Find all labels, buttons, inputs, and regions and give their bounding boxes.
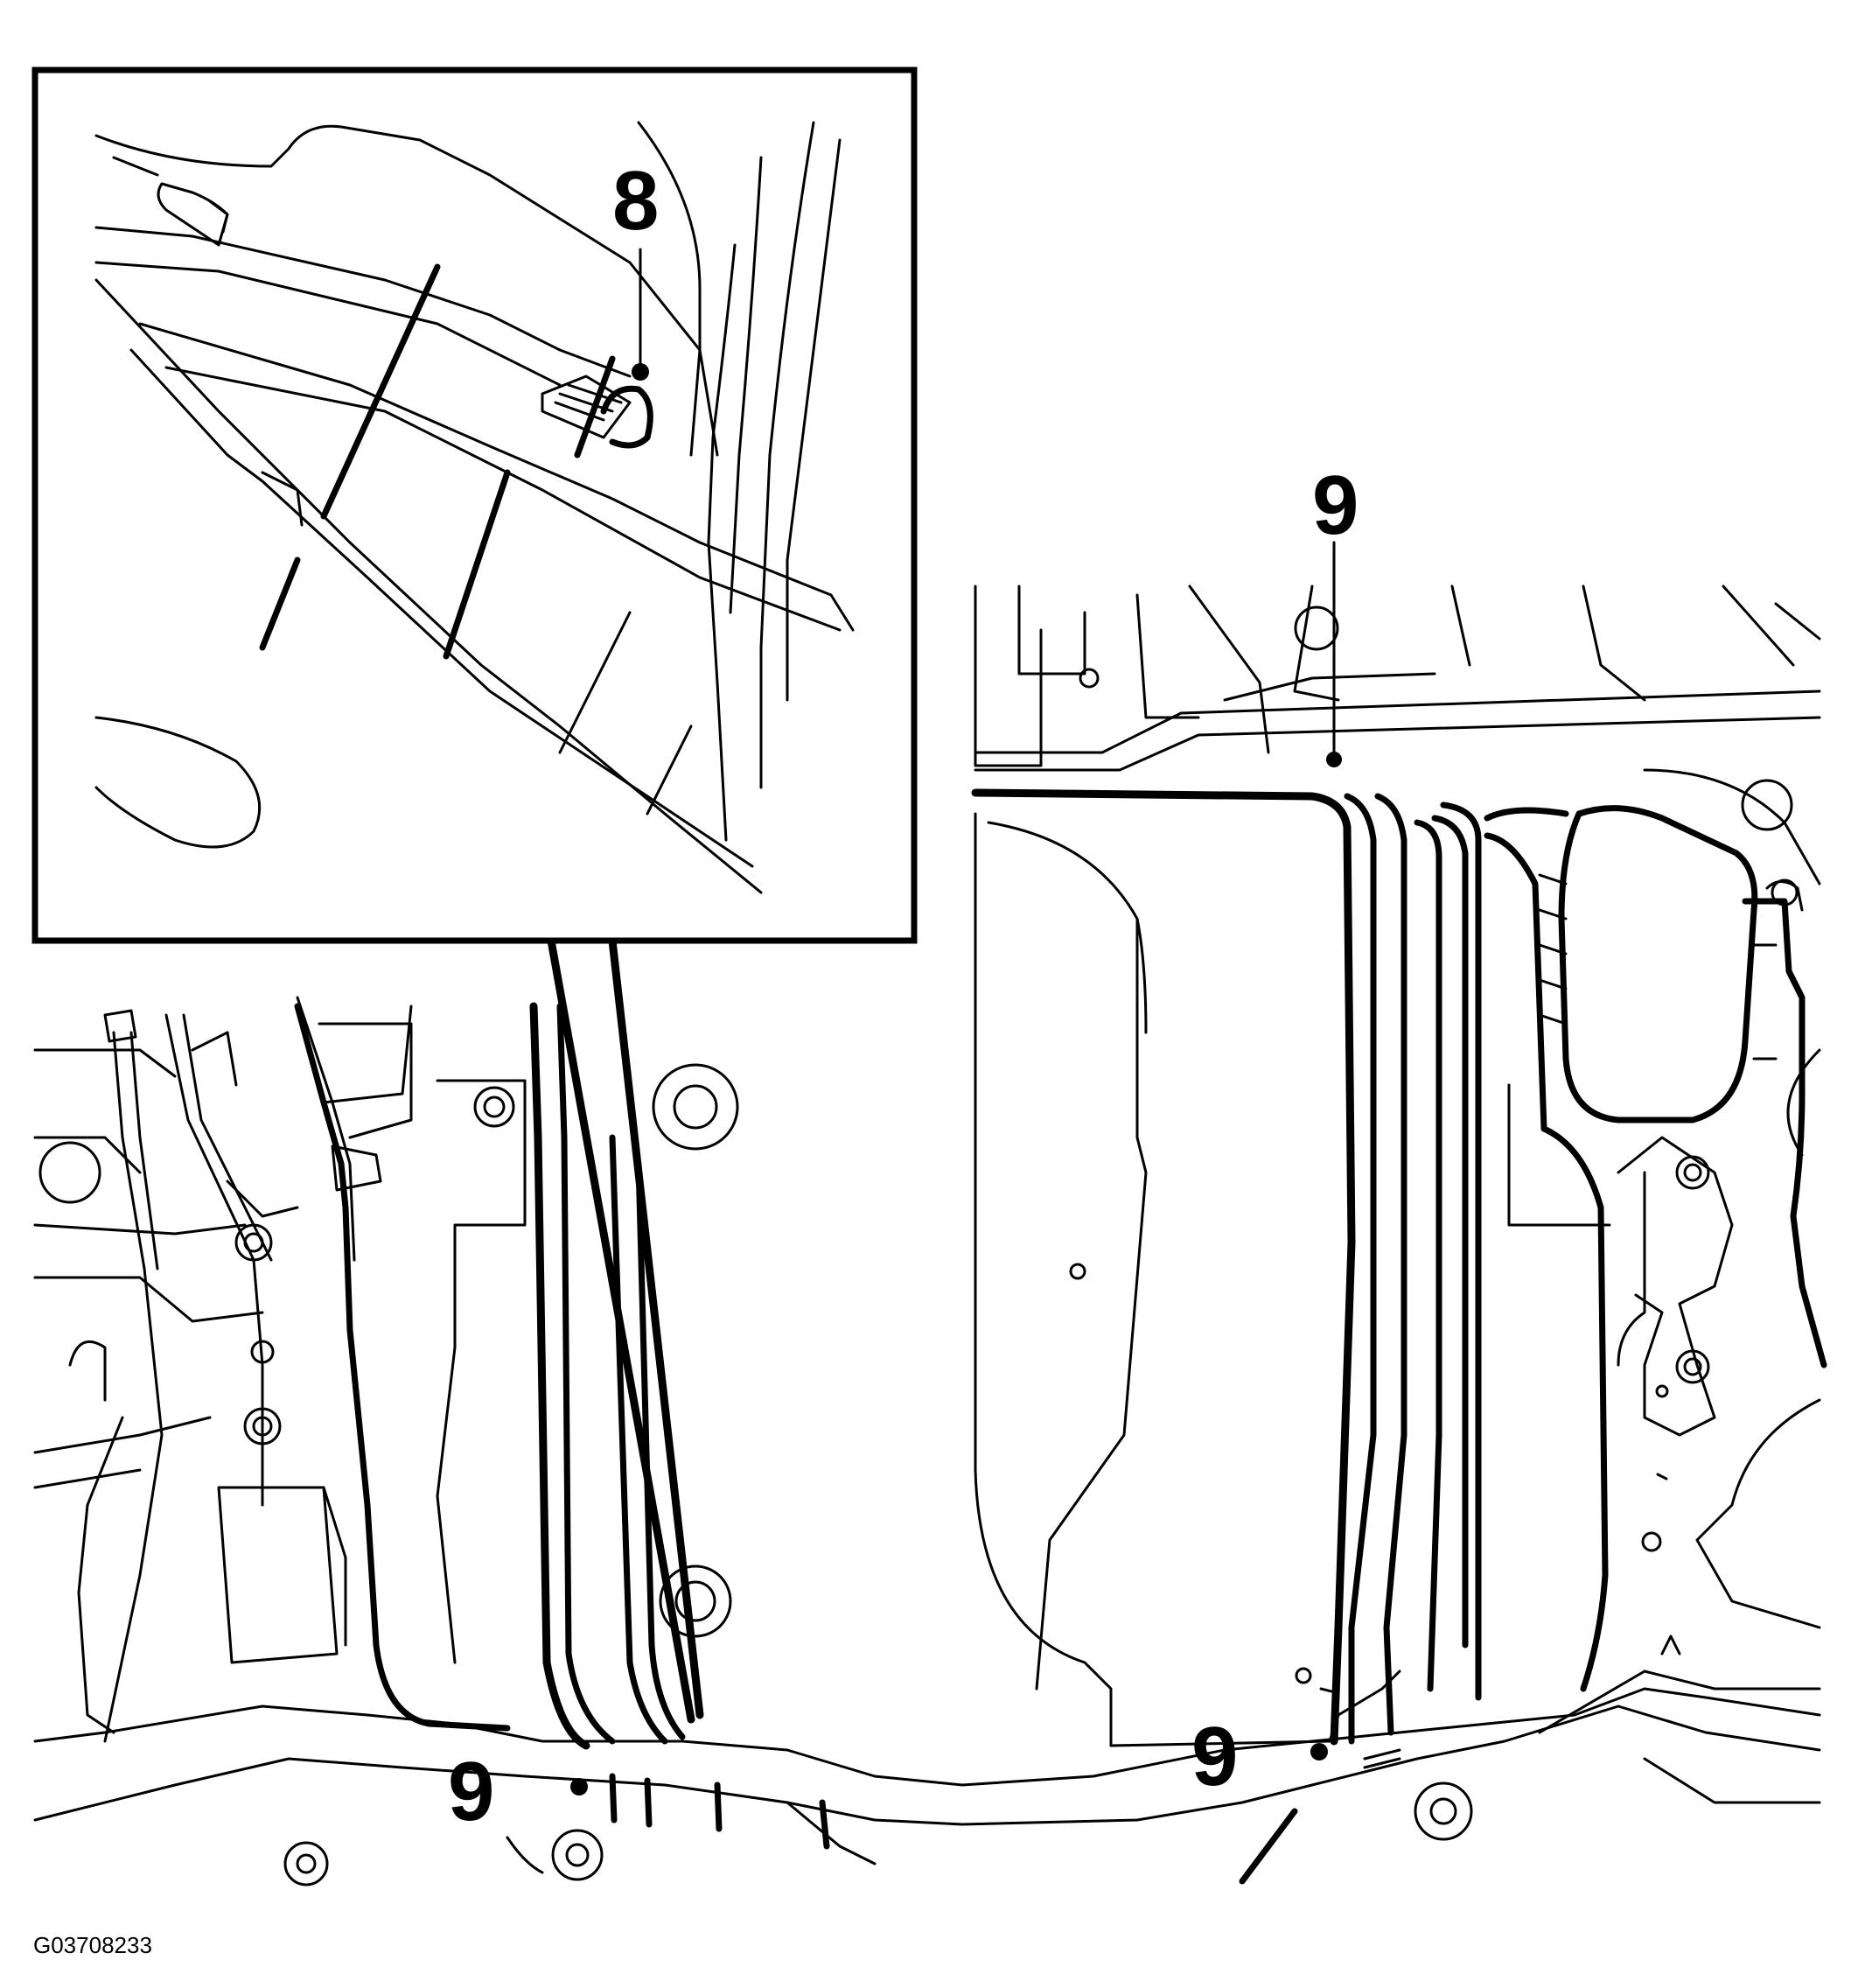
figure-code: G03708233 xyxy=(33,1932,152,1958)
right-bracket xyxy=(1617,1048,1821,1629)
evap-canister xyxy=(1484,768,1827,1368)
fuel-lines-left xyxy=(294,1002,686,1750)
floor-pan-top xyxy=(974,584,1821,831)
inset-pointer xyxy=(547,936,704,1724)
parking-brake-cables xyxy=(77,996,356,1743)
main-view xyxy=(33,541,1827,1886)
callout-9-bottom-right-label: 9 xyxy=(1191,1710,1238,1803)
inset-frame xyxy=(31,66,918,944)
rear-crossmember xyxy=(33,1634,1821,1885)
fuel-lines-right xyxy=(971,788,1611,1746)
callout-9-bottom-left-dot xyxy=(570,1778,588,1796)
callout-9-bottom-left-label: 9 xyxy=(448,1745,494,1838)
fuel-tank xyxy=(974,812,1401,1747)
callout-8-label: 8 xyxy=(612,154,659,248)
inset-detail xyxy=(31,66,918,944)
callout-9-bottom-right-dot xyxy=(1310,1743,1328,1760)
left-structure xyxy=(33,1031,299,1489)
callout-9-top-label: 9 xyxy=(1312,458,1359,552)
center-bolts xyxy=(283,1063,739,1886)
callout-8-dot xyxy=(632,363,649,381)
